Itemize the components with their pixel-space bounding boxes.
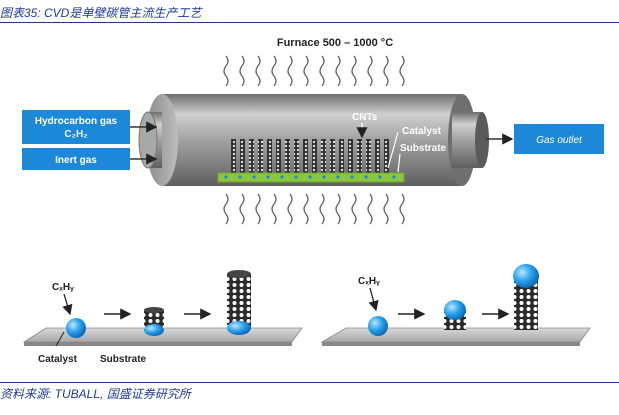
gas-outlet-label: Gas outlet: [536, 135, 583, 146]
bottom-catalyst-label: Catalyst: [38, 354, 78, 365]
tip-growth-sequence: CₓHᵧ Catalyst Substrate: [22, 270, 303, 365]
cnt-array: [231, 139, 389, 174]
source-divider: [0, 382, 619, 383]
base-growth-sequence: CₓHᵧ: [320, 264, 591, 346]
heat-waves-top-icon: [223, 55, 405, 87]
catalyst-particle: [66, 318, 86, 338]
hydrocarbon-gas-label: Hydrocarbon gas: [35, 116, 118, 127]
inert-gas-box: [22, 148, 130, 170]
heat-waves-bottom-icon: [223, 193, 405, 225]
furnace-label: Furnace 500 – 1000 °C: [277, 37, 393, 49]
cnts-label: CNTs: [352, 112, 378, 123]
acetylene-label: C₂H₂: [64, 129, 87, 140]
catalyst-pointer-line: [55, 331, 65, 347]
chem-formula-right: CₓHᵧ: [358, 276, 380, 287]
figure-caption: 图表35: CVD是单壁碳管主流生产工艺: [0, 6, 202, 20]
cvd-diagram: Furnace 500 – 1000 °C: [22, 37, 604, 365]
catalyst-particle: [368, 316, 388, 336]
caption-divider: [0, 22, 619, 23]
gas-outlet-box: [514, 124, 604, 154]
inert-gas-label: Inert gas: [55, 155, 97, 166]
figure-source: 资料来源: TUBALL, 国盛证券研究所: [0, 387, 191, 401]
catalyst-pointer-icon: [387, 131, 399, 169]
substrate-pointer-icon: [397, 153, 401, 173]
hydrocarbon-gas-box: [22, 110, 130, 144]
long-nanotube: [227, 274, 251, 328]
chem-formula-left: CₓHᵧ: [52, 282, 74, 293]
bottom-substrate-label: Substrate: [100, 354, 147, 365]
catalyst-label: Catalyst: [402, 126, 442, 137]
catalyst-dots: [224, 175, 396, 179]
precursor-arrow-icon: [368, 287, 379, 312]
precursor-arrow-icon: [62, 293, 73, 316]
substrate-label: Substrate: [400, 143, 447, 154]
